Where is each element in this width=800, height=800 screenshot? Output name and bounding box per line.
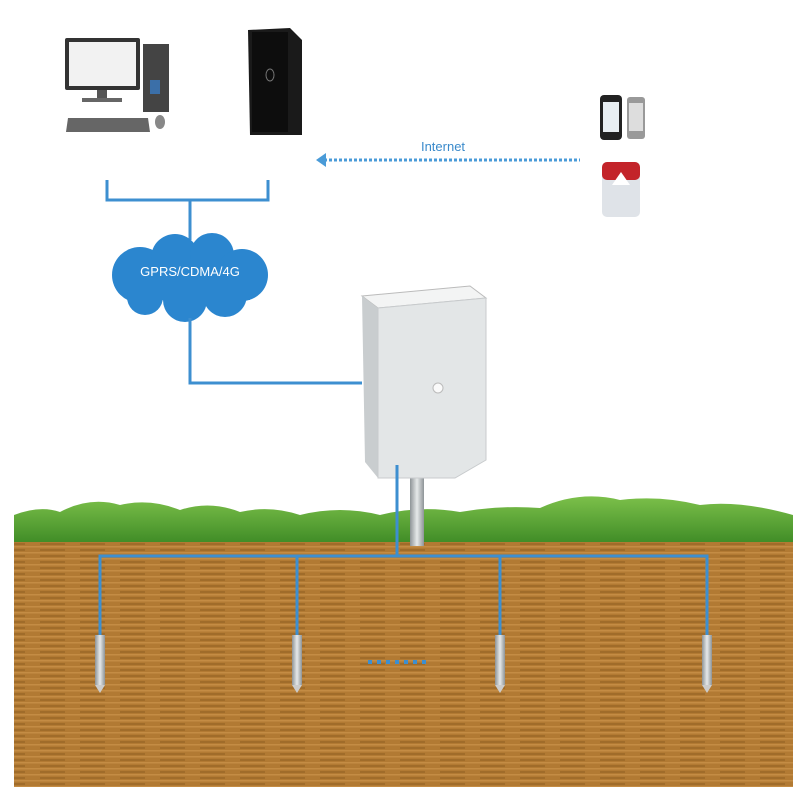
desktop-computer-icon xyxy=(65,38,169,132)
network-cloud: GPRS/CDMA/4G xyxy=(112,233,268,322)
cloud-to-cabinet-line xyxy=(188,318,362,385)
internet-link: Internet xyxy=(316,139,580,167)
cabinet-pole xyxy=(410,468,424,546)
alarm-icon xyxy=(602,162,640,217)
sensor-cable-network xyxy=(98,465,709,640)
soil-probe xyxy=(702,635,712,693)
smartphone-icon xyxy=(600,95,645,140)
internet-label: Internet xyxy=(421,139,465,154)
computer-connection-lines xyxy=(105,180,270,240)
server-tower-icon xyxy=(248,28,302,135)
soil xyxy=(14,542,793,787)
soil-probe xyxy=(292,635,302,693)
grass xyxy=(14,496,793,545)
arrow-left-icon xyxy=(316,153,326,167)
soil-probe xyxy=(95,635,105,693)
soil-probe xyxy=(495,635,505,693)
cabinet-icon xyxy=(360,285,488,479)
network-label: GPRS/CDMA/4G xyxy=(140,264,240,279)
